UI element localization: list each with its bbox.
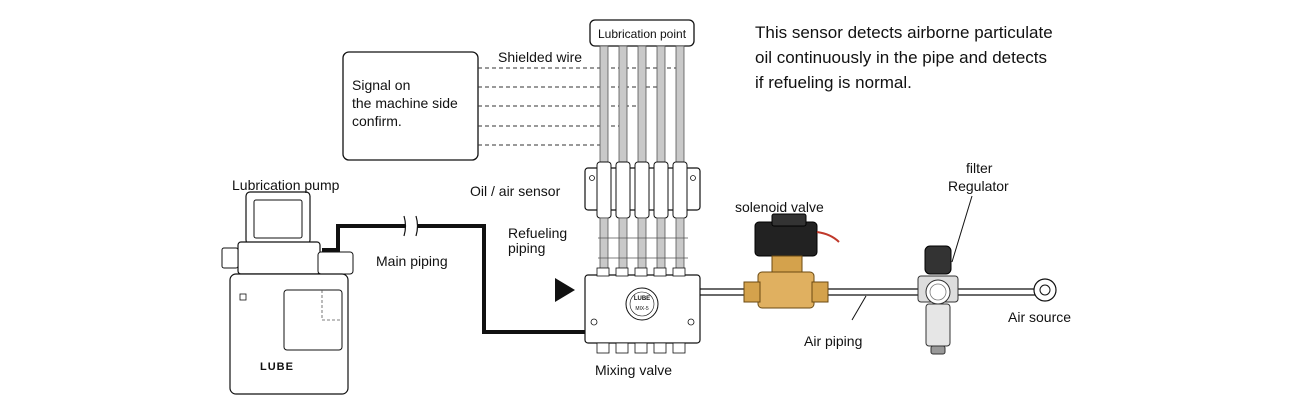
- air-source: [1033, 278, 1057, 302]
- filter-regulator-label-line1: filter: [966, 160, 993, 176]
- refueling-piping-label-line2: piping: [508, 240, 545, 256]
- air-source-label: Air source: [1008, 309, 1071, 325]
- solenoid-valve: [743, 213, 840, 309]
- main-piping-label: Main piping: [376, 253, 448, 269]
- oil-air-sensor: [584, 161, 701, 219]
- pipe-break-mark-icon: [403, 215, 419, 237]
- valve-brand-mark: LUBE: [634, 296, 650, 302]
- refueling-piping-tubes: [598, 217, 688, 275]
- signal-text-line1: Signal on: [352, 77, 410, 93]
- pump-brand-mark: LUBE: [260, 361, 294, 373]
- flow-direction-arrow-icon: [555, 278, 575, 302]
- oil-air-sensor-label: Oil / air sensor: [470, 183, 561, 199]
- refueling-piping-label-line1: Refueling: [508, 225, 567, 241]
- sensor-description: This sensor detects airborne particulate…: [755, 23, 1053, 92]
- signal-wires: [478, 67, 681, 165]
- lubrication-lines: [599, 45, 685, 165]
- main-piping: [322, 224, 405, 252]
- solenoid-valve-label: solenoid valve: [735, 199, 824, 215]
- filter-regulator-leader: [951, 195, 973, 263]
- air-piping-leader: [851, 295, 867, 321]
- signal-text-line3: confirm.: [352, 113, 402, 129]
- valve-model-mark: MIX-5: [635, 306, 649, 312]
- lubrication-point-label: Lubrication point: [598, 27, 687, 41]
- mixing-valve: [584, 267, 701, 354]
- filter-regulator-label-line2: Regulator: [948, 178, 1009, 194]
- signal-text-line2: the machine side: [352, 95, 458, 111]
- lubrication-pump-label: Lubrication pump: [232, 177, 340, 193]
- mixing-valve-label: Mixing valve: [595, 362, 672, 378]
- filter-regulator: [917, 245, 959, 355]
- lubrication-pump: [221, 191, 354, 395]
- main-piping-continued: [418, 224, 585, 334]
- air-piping-label: Air piping: [804, 333, 862, 349]
- shielded-wire-label: Shielded wire: [498, 49, 582, 65]
